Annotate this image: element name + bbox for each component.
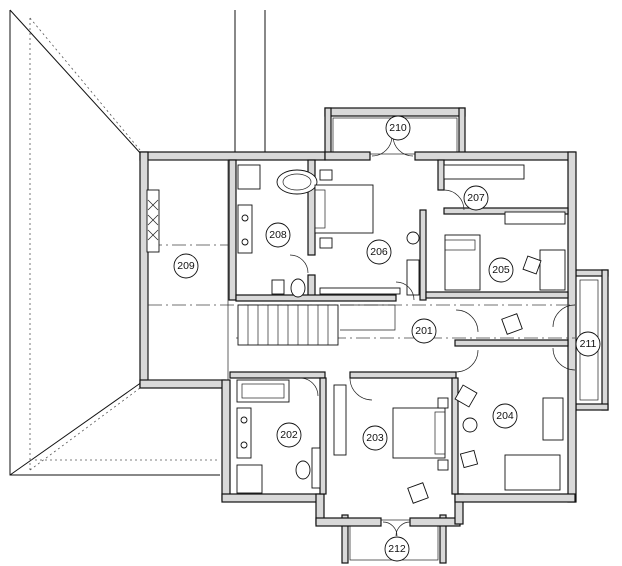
svg-text:203: 203	[366, 432, 384, 444]
room-label-210: 210	[385, 115, 411, 141]
room-205-furniture	[444, 234, 566, 291]
room-label-205: 205	[488, 257, 514, 283]
svg-text:204: 204	[496, 410, 514, 422]
svg-text:202: 202	[280, 429, 298, 441]
room-label-203: 203	[362, 425, 388, 451]
svg-text:205: 205	[492, 264, 510, 276]
room-label-201: 201	[411, 318, 437, 344]
room-201-hall	[237, 304, 576, 373]
svg-text:206: 206	[370, 246, 388, 258]
room-label-206: 206	[366, 239, 392, 265]
room-label-208: 208	[265, 222, 291, 248]
svg-text:208: 208	[269, 229, 287, 241]
bathroom-208-fixtures	[237, 164, 318, 298]
room-203-furniture	[333, 377, 449, 504]
svg-text:211: 211	[580, 338, 597, 350]
room-label-202: 202	[276, 422, 302, 448]
room-204-furniture	[454, 384, 564, 491]
room-206-furniture	[289, 169, 420, 301]
room-label-209: 209	[173, 253, 199, 279]
exterior-doors	[371, 135, 414, 537]
svg-text:209: 209	[177, 260, 195, 272]
svg-text:212: 212	[388, 543, 406, 555]
room-label-211: 211	[575, 331, 601, 357]
closet-207-wardrobes	[443, 164, 566, 225]
svg-text:207: 207	[467, 192, 485, 204]
svg-text:210: 210	[389, 122, 407, 134]
svg-text:201: 201	[415, 325, 433, 337]
room-label-204: 204	[492, 403, 518, 429]
room-label-207: 207	[463, 185, 489, 211]
room-label-212: 212	[384, 536, 410, 562]
bathroom-202-fixtures	[236, 377, 321, 494]
roof-outline	[9, 9, 266, 476]
interior-walls	[228, 159, 569, 495]
exterior-walls	[139, 151, 577, 527]
room-209-storage	[146, 159, 229, 381]
